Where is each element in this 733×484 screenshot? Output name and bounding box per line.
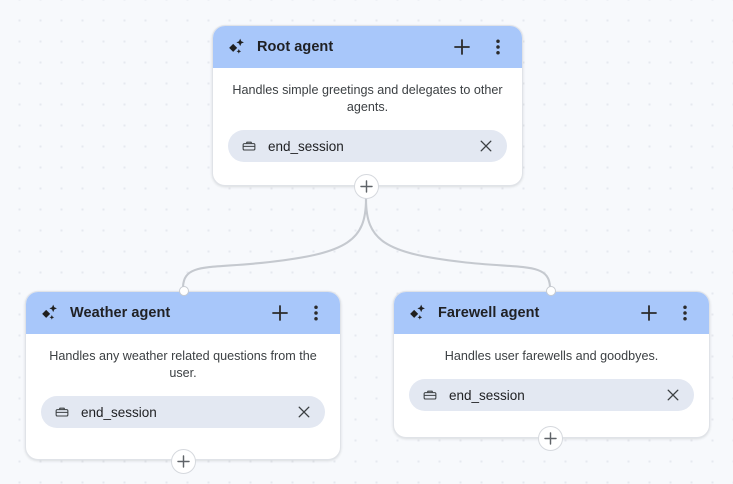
plus-icon (544, 432, 557, 445)
agent-node-weather-agent[interactable]: Weather agent Handles any weather relate… (25, 286, 341, 474)
add-child-handle[interactable] (354, 174, 379, 199)
toolbox-icon (55, 407, 69, 417)
tool-chip-end-session[interactable]: end_session (41, 396, 325, 428)
node-input-port[interactable] (179, 286, 189, 296)
close-icon (667, 389, 679, 401)
toolbox-icon (423, 390, 437, 400)
agent-node-farewell-agent[interactable]: Farewell agent Handles user farewells an… (393, 286, 710, 451)
node-description: Handles simple greetings and delegates t… (232, 83, 503, 114)
add-child-handle[interactable] (538, 426, 563, 451)
node-header: Root agent (213, 26, 522, 68)
plus-icon (272, 305, 288, 321)
more-vertical-icon (314, 305, 318, 321)
sparkle-agent-icon (229, 38, 244, 54)
sparkle-agent-icon (42, 304, 57, 320)
add-node-button[interactable] (637, 301, 661, 325)
sparkle-agent-icon (410, 304, 425, 320)
agent-node-root-agent[interactable]: Root agent Handles simple greetings and … (212, 25, 523, 199)
remove-tool-button[interactable] (664, 386, 682, 404)
tool-name: end_session (81, 404, 157, 420)
node-menu-button[interactable] (486, 35, 510, 59)
node-description: Handles any weather related questions fr… (49, 349, 317, 380)
add-node-button[interactable] (450, 35, 474, 59)
more-vertical-icon (496, 39, 500, 55)
node-header: Farewell agent (394, 292, 709, 334)
plus-icon (177, 455, 190, 468)
edge-root-to-weather (181, 197, 368, 289)
node-input-port[interactable] (546, 286, 556, 296)
remove-tool-button[interactable] (477, 137, 495, 155)
plus-icon (454, 39, 470, 55)
node-header: Weather agent (26, 292, 340, 334)
node-menu-button[interactable] (304, 301, 328, 325)
edge-root-to-farewell (364, 197, 552, 289)
node-body: Handles simple greetings and delegates t… (213, 68, 522, 174)
add-child-handle[interactable] (171, 449, 196, 474)
more-vertical-icon (683, 305, 687, 321)
node-menu-button[interactable] (673, 301, 697, 325)
tool-chip-end-session[interactable]: end_session (409, 379, 694, 411)
add-node-button[interactable] (268, 301, 292, 325)
node-body: Handles any weather related questions fr… (26, 334, 340, 440)
tool-name: end_session (268, 138, 344, 154)
plus-icon (641, 305, 657, 321)
plus-icon (360, 180, 373, 193)
node-title: Root agent (257, 39, 334, 55)
tool-name: end_session (449, 387, 525, 403)
close-icon (298, 406, 310, 418)
node-description: Handles user farewells and goodbyes. (444, 349, 659, 363)
remove-tool-button[interactable] (295, 403, 313, 421)
toolbox-icon (242, 141, 256, 151)
tool-chip-end-session[interactable]: end_session (228, 130, 507, 162)
close-icon (480, 140, 492, 152)
node-body: Handles user farewells and goodbyes. end… (394, 334, 709, 423)
node-title: Weather agent (70, 305, 171, 321)
node-title: Farewell agent (438, 305, 540, 321)
